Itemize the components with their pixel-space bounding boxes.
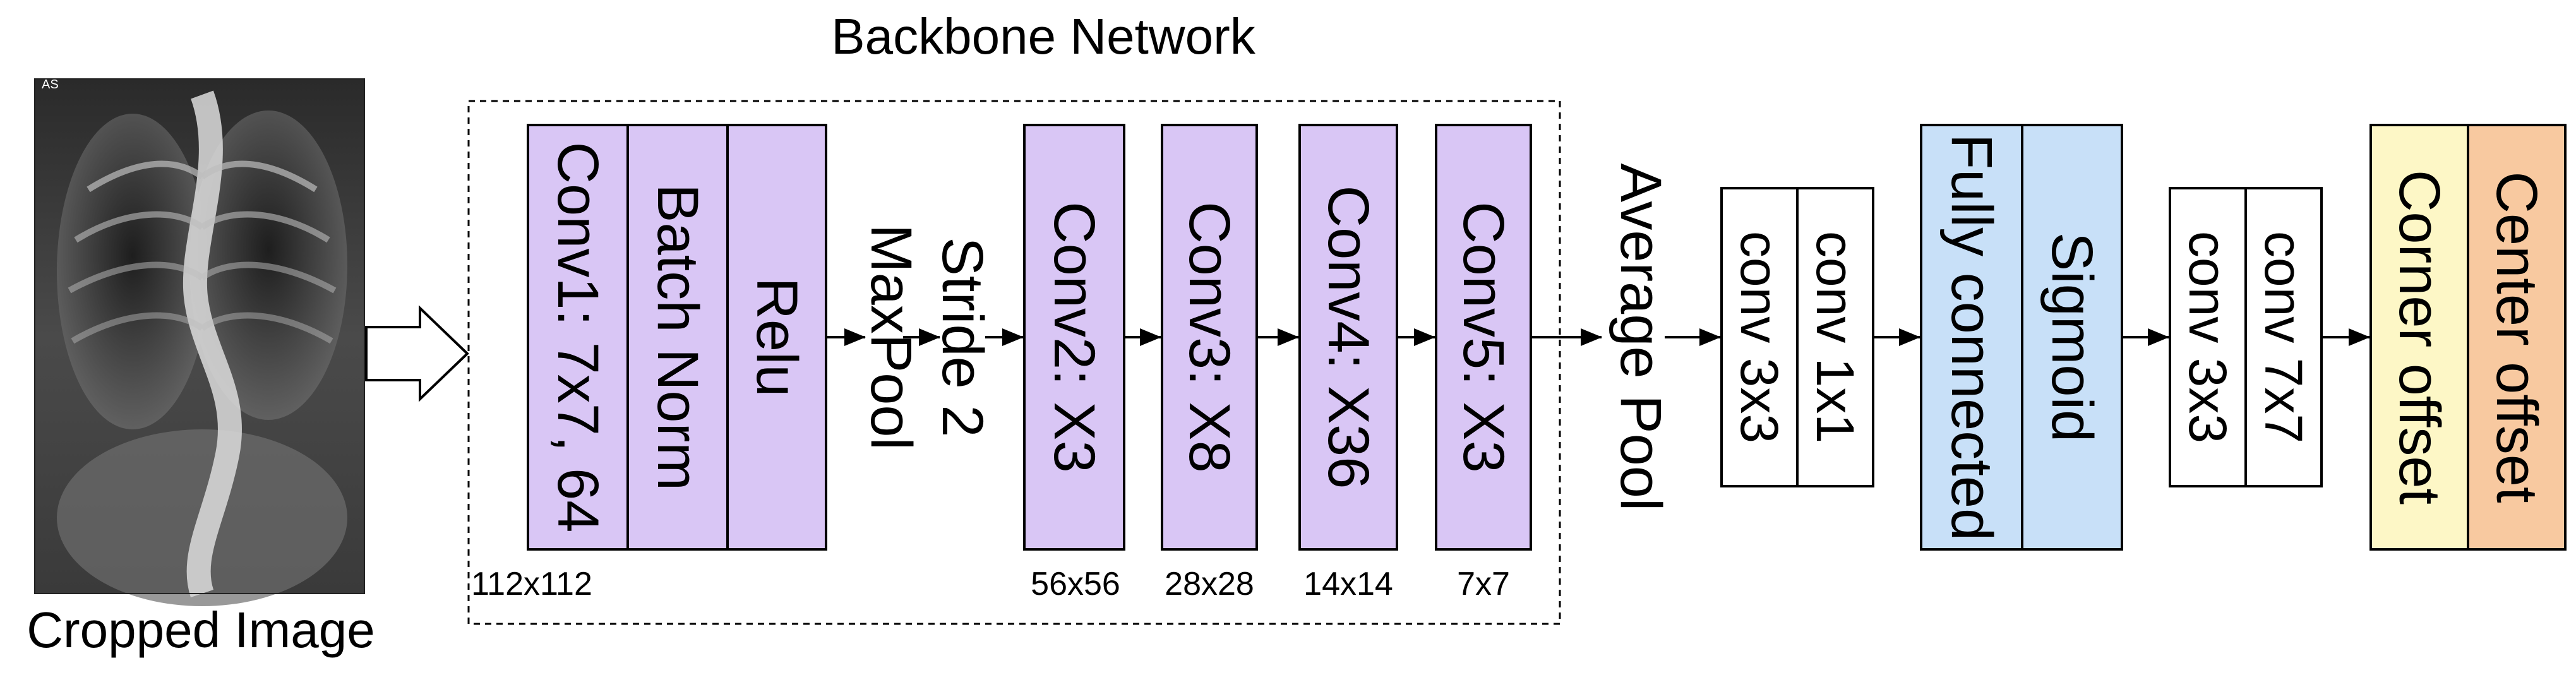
stage-conv5: Conv5: X3 bbox=[1435, 124, 1532, 551]
stem-batchnorm-label: Batch Norm bbox=[645, 184, 710, 491]
stem-conv1-label: Conv1: 7x7, 64 bbox=[546, 142, 610, 533]
stage-conv5-size: 7x7 bbox=[1457, 566, 1510, 602]
stage-conv3-size: 28x28 bbox=[1165, 566, 1254, 602]
stage-conv3-label: Conv3: X8 bbox=[1177, 201, 1242, 473]
fc-block: Fully connected Sigmoid bbox=[1920, 124, 2123, 551]
stem-block: Conv1: 7x7, 64 Batch Norm Relu bbox=[527, 124, 827, 551]
head2-block: conv 3x3 conv 7x7 bbox=[2169, 187, 2323, 487]
stage-conv2-label: Conv2: X3 bbox=[1042, 201, 1106, 473]
sigmoid-label: Sigmoid bbox=[2040, 232, 2104, 442]
stage-conv3: Conv3: X8 bbox=[1161, 124, 1258, 551]
head2-conv7x7-label: conv 7x7 bbox=[2254, 231, 2313, 443]
avg-pool-label: Average Pool bbox=[1609, 164, 1673, 511]
input-arrow-icon bbox=[365, 305, 469, 402]
stage-conv2-size: 56x56 bbox=[1031, 566, 1120, 602]
backbone-title: Backbone Network bbox=[831, 8, 1255, 64]
stage-conv4: Conv4: X36 bbox=[1298, 124, 1398, 551]
stage-conv4-size: 14x14 bbox=[1303, 566, 1393, 602]
stage-conv4-label: Conv4: X36 bbox=[1316, 186, 1381, 489]
stem-size: 112x112 bbox=[471, 566, 592, 602]
stage-conv2: Conv2: X3 bbox=[1023, 124, 1125, 551]
head1-conv3x3-label: conv 3x3 bbox=[1730, 231, 1789, 443]
head2-conv3x3-label: conv 3x3 bbox=[2178, 231, 2238, 443]
image-tag: AS bbox=[42, 78, 59, 92]
input-caption: Cropped Image bbox=[27, 602, 374, 658]
corner-offset-label: Corner offset bbox=[2387, 170, 2452, 505]
stage-conv5-label: Conv5: X3 bbox=[1451, 201, 1516, 473]
xray-image: AS bbox=[34, 78, 365, 606]
output-block: Corner offset Center offset bbox=[2369, 124, 2567, 551]
head1-block: conv 3x3 conv 1x1 bbox=[1720, 187, 1874, 487]
stride-label: Stride 2 bbox=[930, 237, 995, 437]
head1-conv1x1-label: conv 1x1 bbox=[1806, 231, 1865, 443]
fc-label: Fully connected bbox=[1939, 134, 2004, 541]
backbone-frame bbox=[467, 100, 1561, 625]
stem-relu-label: Relu bbox=[745, 277, 809, 397]
center-offset-label: Center offset bbox=[2484, 171, 2549, 503]
